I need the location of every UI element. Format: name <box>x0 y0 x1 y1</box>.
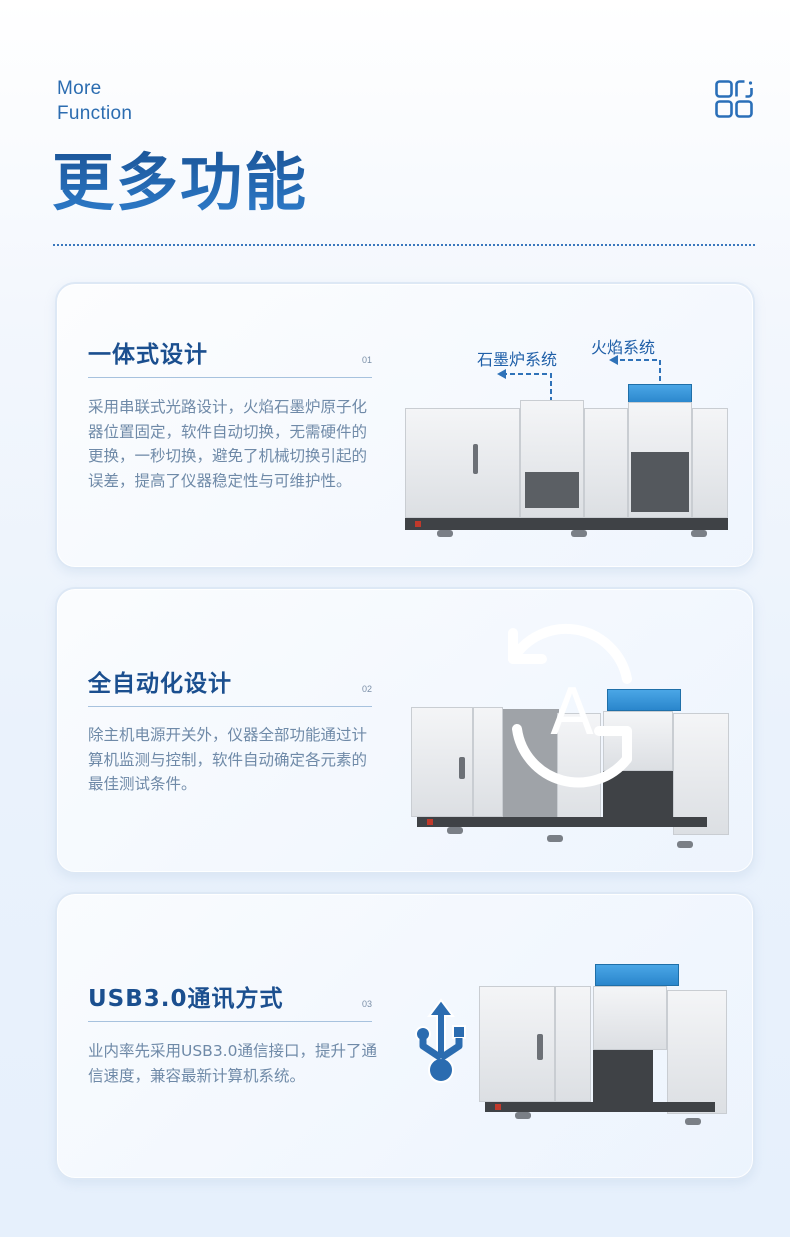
dashed-arrows-icon <box>497 355 661 418</box>
english-subtitle-line2: Function <box>57 103 133 124</box>
flame-system-label: 火焰系统 <box>591 338 656 357</box>
feature-card-usb3: USB3.0通讯方式 03 业内率先采用USB3.0通信接口，提升了通信速度，兼… <box>55 892 755 1180</box>
card-number: 02 <box>361 684 372 694</box>
card-number: 03 <box>361 999 372 1009</box>
card-description: 采用串联式光路设计，火焰石墨炉原子化器位置固定，软件自动切换，无需硬件的更换，一… <box>88 398 368 490</box>
instrument-side-view-image <box>475 958 735 1138</box>
card-number: 01 <box>361 355 372 365</box>
dotted-divider <box>53 244 755 246</box>
feature-card-integrated-design: 一体式设计 01 采用串联式光路设计，火焰石墨炉原子化器位置固定，软件自动切换，… <box>55 282 755 569</box>
card-description: 除主机电源开关外，仪器全部功能通过计算机监测与控制，软件自动确定各元素的最佳测试… <box>88 726 368 793</box>
letter-a-glyph: A <box>550 676 594 750</box>
english-subtitle-line1: More <box>57 78 102 99</box>
card-description: 业内率先采用USB3.0通信接口，提升了通信速度，兼容最新计算机系统。 <box>88 1042 377 1085</box>
card-header: 全自动化设计 02 <box>88 667 372 707</box>
usb-icon <box>415 998 466 1083</box>
card-title: 全自动化设计 <box>88 671 232 697</box>
instrument-front-view-image: 石墨炉系统 火焰系统 <box>403 334 733 544</box>
auto-cycle-icon: A <box>508 623 632 788</box>
card-header: 一体式设计 01 <box>88 338 372 378</box>
card-header: USB3.0通讯方式 03 <box>88 982 372 1022</box>
card-title: USB3.0通讯方式 <box>88 986 284 1012</box>
instrument-angled-view-image: A <box>407 619 737 849</box>
english-subtitle: More Function <box>57 76 132 126</box>
feature-card-full-automation: 全自动化设计 02 除主机电源开关外，仪器全部功能通过计算机监测与控制，软件自动… <box>55 587 755 874</box>
grid-apps-icon <box>715 80 753 118</box>
graphite-furnace-label: 石墨炉系统 <box>477 350 558 369</box>
card-title: 一体式设计 <box>88 342 208 368</box>
page-title: 更多功能 <box>52 146 309 219</box>
